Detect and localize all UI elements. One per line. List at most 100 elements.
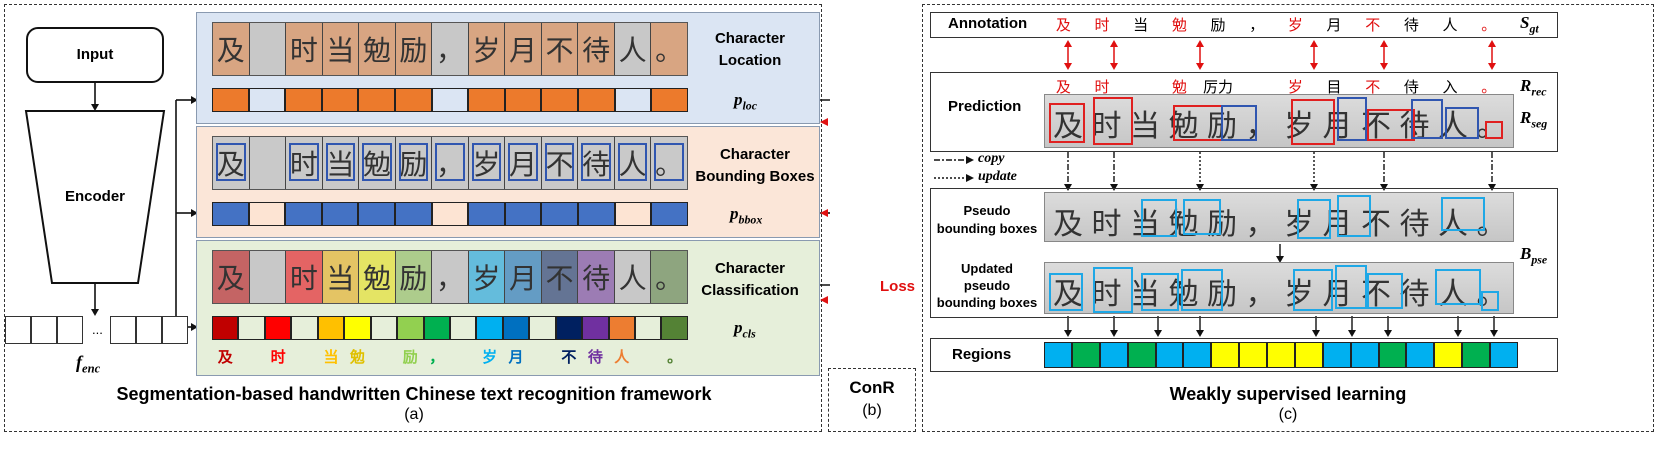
handwritten-char: 待 xyxy=(1399,277,1430,312)
prediction-label: Prediction xyxy=(948,98,1022,115)
char-box xyxy=(1049,103,1085,143)
prediction-char: 时 xyxy=(1094,78,1110,96)
strip-cell: 岁 xyxy=(468,23,506,75)
char-box xyxy=(1291,99,1335,145)
strip-cell: 当 xyxy=(322,23,360,75)
strip-cell: 月 xyxy=(505,251,542,303)
handwritten-char: 时 xyxy=(1091,277,1122,312)
location-image-strip: 及时当勉励，岁月不待人。 xyxy=(212,22,688,76)
char-box xyxy=(1093,267,1133,313)
char-box xyxy=(1481,291,1499,311)
output-cell xyxy=(614,202,652,226)
strip-cell: 当 xyxy=(322,251,360,303)
strip-cell: 及 xyxy=(213,251,250,303)
output-cell xyxy=(504,202,542,226)
cls-cell xyxy=(370,316,398,340)
strip-cell: 待 xyxy=(578,23,615,75)
strip-cell: 月 xyxy=(505,137,542,189)
char-box xyxy=(1183,199,1221,235)
cls-cell xyxy=(502,316,530,340)
caption-c: Weakly supervised learning xyxy=(1169,384,1407,404)
bpse-symbol: Bpse xyxy=(1520,244,1548,267)
strip-cell: 不 xyxy=(541,23,579,75)
region-cell xyxy=(1044,342,1072,368)
prediction-char: 岁 xyxy=(1287,78,1303,96)
output-cell xyxy=(285,88,322,112)
char-box xyxy=(1093,97,1133,145)
region-cell xyxy=(1350,342,1379,368)
annotation-label: Annotation xyxy=(948,15,1028,32)
cls-image-strip: 及时当勉励，岁月不待人。 xyxy=(212,250,688,304)
strip-cell xyxy=(249,251,287,303)
cls-char-row: 及时当勉励，岁月不待人。 xyxy=(212,346,688,367)
char-box xyxy=(1141,199,1177,237)
handwritten-char: 人 xyxy=(1438,207,1468,242)
cls-char: 人 xyxy=(614,348,630,366)
handwritten-char: ， xyxy=(1245,277,1276,312)
char-bbox xyxy=(654,143,684,181)
char-bbox xyxy=(398,143,429,181)
annotation-char: 待 xyxy=(1403,16,1419,34)
output-cell xyxy=(651,202,688,226)
bbox-image-strip: 及时当勉励，岁月不待人。 xyxy=(212,136,688,190)
annotation-chars: 及时当勉励，岁月不待人。 xyxy=(1044,14,1508,35)
caption-a: Segmentation-based handwritten Chinese t… xyxy=(116,384,712,404)
pseudo-block xyxy=(930,188,1558,318)
cls-char: 不 xyxy=(561,348,577,366)
strip-cell: 岁 xyxy=(468,251,506,303)
feature-ellipsis: ... xyxy=(92,322,103,337)
strip-cell: 岁 xyxy=(469,137,506,189)
cls-cell xyxy=(238,316,265,340)
cls-cell xyxy=(264,316,292,340)
cls-char: 及 xyxy=(217,348,233,366)
pcls-symbol: pcls xyxy=(734,318,756,341)
strip-cell: 及 xyxy=(213,23,250,75)
regions-row xyxy=(930,338,1558,372)
output-cell xyxy=(395,202,432,226)
handwritten-char: 及 xyxy=(1053,207,1083,242)
handwritten-char: 人 xyxy=(1438,277,1468,312)
regions-label: Regions xyxy=(952,346,1012,363)
cls-cell xyxy=(661,316,688,340)
output-cell xyxy=(212,202,249,226)
output-cell xyxy=(358,88,396,112)
output-cell xyxy=(248,88,286,112)
region-cell xyxy=(1322,342,1351,368)
fenc-symbol: fenc xyxy=(76,352,101,376)
frame-b xyxy=(828,368,916,432)
strip-cell: ， xyxy=(432,23,469,75)
strip-cell: 时 xyxy=(286,251,323,303)
region-cell xyxy=(1071,342,1100,368)
strip-cell: 。 xyxy=(651,23,687,75)
cls-char: 月 xyxy=(508,348,524,366)
prediction-char: 厉力 xyxy=(1203,78,1234,96)
handwritten-char: 时 xyxy=(1091,109,1122,144)
strip-cell: 人 xyxy=(614,23,652,75)
output-cell xyxy=(541,88,579,112)
input-label: Input xyxy=(76,46,114,63)
cls-cell xyxy=(529,316,556,340)
prediction-char: 勉 xyxy=(1171,78,1187,96)
strip-cell: 待 xyxy=(578,137,615,189)
char-box xyxy=(1367,109,1415,141)
region-cell xyxy=(1378,342,1407,368)
handwritten-char: 月 xyxy=(1322,277,1353,312)
encoder-shape xyxy=(24,83,830,331)
strip-cell: 励 xyxy=(396,137,433,189)
cls-char: ， xyxy=(429,348,445,366)
conr-label: ConR xyxy=(849,378,895,397)
char-bbox xyxy=(581,143,611,181)
strip-cell: 时 xyxy=(286,137,323,189)
char-bbox xyxy=(544,143,575,181)
region-cell xyxy=(1267,342,1295,368)
output-cell xyxy=(285,202,322,226)
char-box xyxy=(1337,97,1367,141)
handwritten-char: 。 xyxy=(1476,207,1507,242)
ploc-symbol: ploc xyxy=(734,90,758,113)
strip-cell: 勉 xyxy=(359,251,396,303)
cls-char: 岁 xyxy=(482,348,498,366)
handwritten-char: 待 xyxy=(1399,207,1430,242)
